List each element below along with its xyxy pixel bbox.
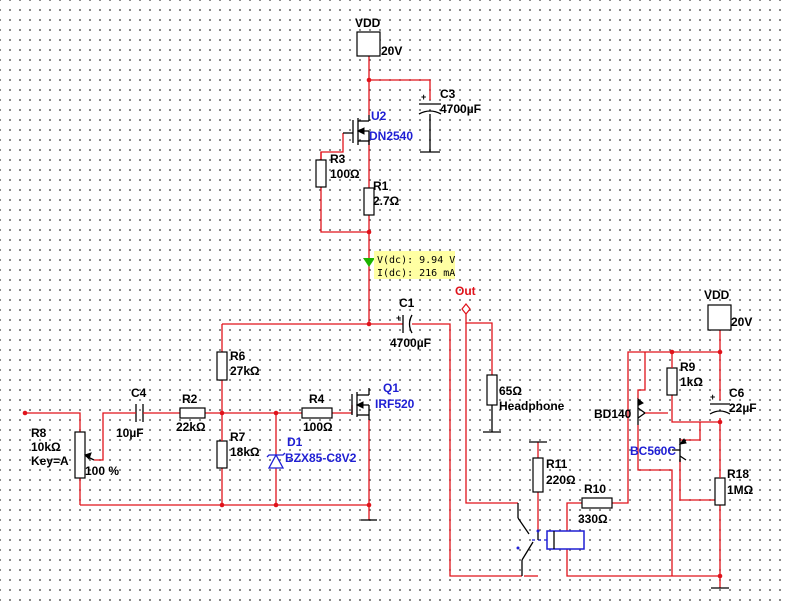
d1-name: D1: [287, 435, 303, 449]
ground-symbols: [361, 431, 729, 589]
r8-name: R8: [31, 426, 47, 440]
input-terminal-icon[interactable]: [22, 410, 28, 416]
relay-coil: [546, 530, 585, 550]
r11-value: 220Ω: [546, 473, 576, 487]
r7-name: R7: [230, 430, 246, 444]
r10-name: R10: [584, 482, 606, 496]
bd140-name: BD140: [594, 407, 632, 421]
r2-value: 22kΩ: [176, 420, 206, 434]
vdd-right-name: VDD: [704, 288, 730, 302]
resistor-r6[interactable]: R6 27kΩ: [216, 349, 260, 381]
resistor-r18[interactable]: R18 1MΩ: [714, 467, 754, 506]
svg-text:+: +: [710, 392, 715, 402]
resistor-r10[interactable]: R10 330Ω: [578, 482, 613, 526]
vdd-top-value: 20V: [381, 44, 402, 58]
capacitor-c6[interactable]: + C6 22µF: [709, 386, 757, 415]
c6-name: C6: [729, 386, 745, 400]
probe-current: I(dc): 216 mA: [377, 268, 455, 279]
vdd-source-top[interactable]: VDD 20V: [355, 16, 402, 58]
r2-name: R2: [182, 392, 198, 406]
r3-name: R3: [330, 152, 346, 166]
u2-value: DN2540: [369, 129, 413, 143]
r3-value: 100Ω: [330, 167, 360, 181]
out-label: Out: [455, 284, 476, 298]
c1-name: C1: [399, 296, 415, 310]
r9-value: 1kΩ: [680, 375, 703, 389]
junctions: [219, 77, 723, 579]
vdd-right-value: 20V: [731, 315, 752, 329]
r6-value: 27kΩ: [230, 364, 260, 378]
potentiometer-r8[interactable]: R8 10kΩ Key=A 100 %: [22, 410, 120, 479]
vdd-top-name: VDD: [355, 16, 381, 30]
headphone-label: Headphone: [499, 399, 565, 413]
c6-value: 22µF: [729, 401, 757, 415]
headphone-value: 65Ω: [499, 384, 522, 398]
resistor-r1[interactable]: R1 2.7Ω: [363, 179, 400, 216]
r4-name: R4: [309, 392, 325, 406]
r1-name: R1: [373, 179, 389, 193]
out-connector-icon: [461, 303, 471, 315]
resistor-headphone[interactable]: 65Ω Headphone: [486, 374, 565, 432]
r1-value: 2.7Ω: [373, 194, 400, 208]
q1-value: IRF520: [375, 397, 415, 411]
u2-name: U2: [371, 109, 387, 123]
transistor-bd140[interactable]: BD140: [594, 397, 646, 425]
q1-name: Q1: [383, 381, 399, 395]
r9-name: R9: [680, 360, 696, 374]
vdd-source-right[interactable]: VDD 20V: [704, 288, 752, 331]
transistor-bc560c[interactable]: BC560C: [630, 438, 687, 462]
output-port[interactable]: Out: [455, 284, 476, 315]
capacitor-c4[interactable]: C4 10µF: [116, 386, 147, 440]
mosfet-q1[interactable]: Q1 IRF520: [351, 381, 415, 420]
r18-name: R18: [727, 467, 749, 481]
svg-text:+: +: [396, 313, 401, 323]
r8-key: Key=A: [31, 454, 69, 468]
svg-text:+: +: [421, 92, 426, 102]
c3-value: 4700µF: [440, 102, 481, 116]
resistor-r11[interactable]: R11 220Ω: [532, 457, 576, 493]
r6-name: R6: [230, 349, 246, 363]
probe-readout-box: [374, 251, 455, 279]
resistor-r4[interactable]: R4 100Ω: [301, 392, 333, 434]
bc560c-name: BC560C: [630, 444, 676, 458]
r18-value: 1MΩ: [727, 483, 754, 497]
c3-name: C3: [440, 87, 456, 101]
mosfet-u2[interactable]: U2 DN2540: [343, 109, 413, 145]
resistor-r9[interactable]: R9 1kΩ: [666, 360, 703, 396]
resistor-r2[interactable]: R2 22kΩ: [176, 392, 206, 434]
relay[interactable]: [516, 503, 585, 576]
r7-value: 18kΩ: [230, 445, 260, 459]
r8-percent: 100 %: [85, 464, 119, 478]
c4-value: 10µF: [116, 426, 144, 440]
wire-vdd-main: [368, 56, 431, 100]
c1-value: 4700µF: [390, 336, 431, 350]
zener-diode-d1[interactable]: D1 BZX85-C8V2: [266, 435, 357, 469]
probe-marker-icon: [363, 258, 375, 267]
r4-value: 100Ω: [303, 420, 333, 434]
r11-name: R11: [546, 457, 568, 471]
r10-value: 330Ω: [578, 512, 608, 526]
probe-voltage: V(dc): 9.94 V: [377, 255, 455, 266]
c4-name: C4: [131, 386, 147, 400]
resistor-r7[interactable]: R7 18kΩ: [216, 430, 260, 469]
capacitor-c1[interactable]: + C1 4700µF: [390, 296, 431, 350]
d1-value: BZX85-C8V2: [285, 451, 357, 465]
capacitor-c3[interactable]: + C3 4700µF: [418, 87, 481, 153]
r8-value: 10kΩ: [31, 440, 61, 454]
resistor-r3[interactable]: R3 100Ω: [315, 152, 360, 188]
probe-measurement[interactable]: V(dc): 9.94 V I(dc): 216 mA: [363, 251, 455, 279]
